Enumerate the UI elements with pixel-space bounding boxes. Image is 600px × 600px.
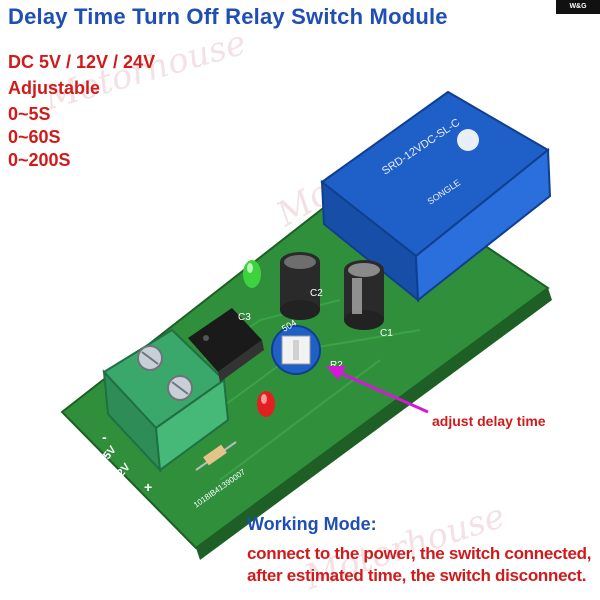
spec-voltage: DC 5V / 12V / 24V <box>8 52 156 72</box>
cap-c3-label: C3 <box>238 312 251 323</box>
r2-label: R2 <box>330 360 343 371</box>
annotation-arrow <box>326 366 429 414</box>
page-title: Delay Time Turn Off Relay Switch Module <box>8 4 448 29</box>
spec-range-1: 0~5S <box>8 104 51 124</box>
ic-chip <box>188 308 264 382</box>
capacitor-c2 <box>280 252 320 320</box>
adjust-delay-annotation: adjust delay time <box>432 413 546 429</box>
spec-adjustable: Adjustable <box>8 78 101 98</box>
spec-range-2: 0~60S <box>8 127 61 147</box>
working-mode-line-2: after estimated time, the switch disconn… <box>247 566 587 585</box>
terminal-plus-label: + <box>144 479 152 495</box>
cap-c1-label: C1 <box>380 328 393 339</box>
terminal-block <box>102 328 230 473</box>
working-mode-line-1: connect to the power, the switch connect… <box>247 544 592 563</box>
brand-badge: W&G <box>556 0 600 14</box>
green-led <box>243 260 261 288</box>
pcb-edge <box>196 288 552 560</box>
resistor <box>195 441 237 471</box>
spec-range-3: 0~200S <box>8 150 71 170</box>
red-led <box>257 391 275 417</box>
working-mode-heading: Working Mode: <box>247 514 377 534</box>
capacitor-c1 <box>344 260 384 330</box>
potentiometer: 504 <box>271 318 321 375</box>
relay: SRD-12VDC-SL-C SONGLE <box>320 90 552 303</box>
cap-c2-label: C2 <box>310 288 323 299</box>
terminal-minus-label: - <box>102 429 107 445</box>
